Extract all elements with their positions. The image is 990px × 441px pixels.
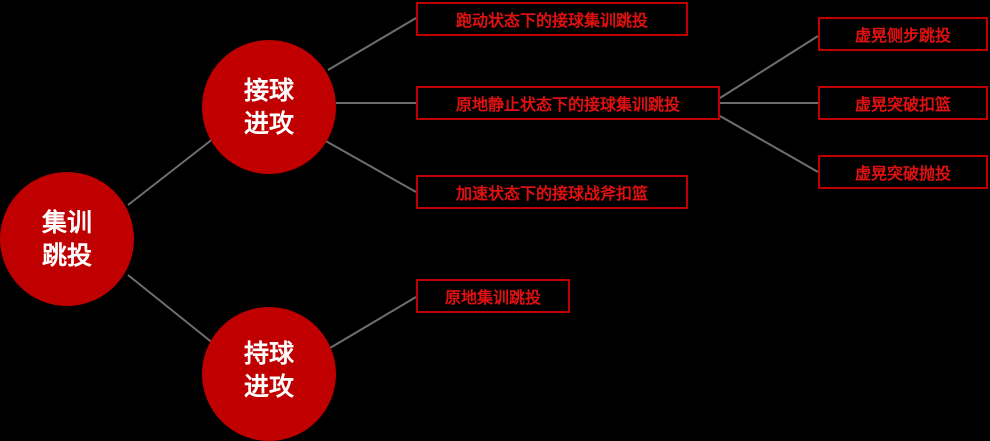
box-running-catch: 跑动状态下的接球集训跳投 (416, 2, 688, 36)
connector-catch-accelerate (323, 139, 417, 193)
node-root-line2: 跳投 (41, 241, 92, 270)
connector-stationary-breakthrow (719, 115, 819, 173)
node-catch-attack: 接球 进攻 (202, 40, 336, 174)
box-fake-break-dunk: 虚晃突破扣篮 (818, 86, 988, 120)
box-fake-side-step: 虚晃侧步跳投 (818, 17, 988, 51)
connector-root-dribble (127, 274, 215, 345)
box-accelerate-catch: 加速状态下的接球战斧扣篮 (416, 175, 688, 209)
connector-root-catch (127, 137, 215, 206)
node-dribble-attack-line1: 持球 (243, 339, 294, 368)
connector-stationary-sidestep (719, 35, 819, 99)
connector-dribble-stationary (329, 296, 417, 349)
node-dribble-attack: 持球 进攻 (202, 307, 336, 441)
node-catch-attack-line2: 进攻 (243, 109, 294, 138)
box-fake-break-throw: 虚晃突破抛投 (818, 155, 988, 189)
box-stationary-training: 原地集训跳投 (416, 279, 570, 313)
node-root-line1: 集训 (41, 208, 92, 237)
connector-catch-running (327, 17, 417, 71)
node-dribble-attack-line2: 进攻 (243, 372, 294, 401)
connector-lines (127, 17, 819, 349)
box-stationary-catch: 原地静止状态下的接球集训跳投 (416, 86, 720, 120)
node-root: 集训 跳投 (0, 172, 134, 306)
node-catch-attack-line1: 接球 (243, 76, 294, 105)
